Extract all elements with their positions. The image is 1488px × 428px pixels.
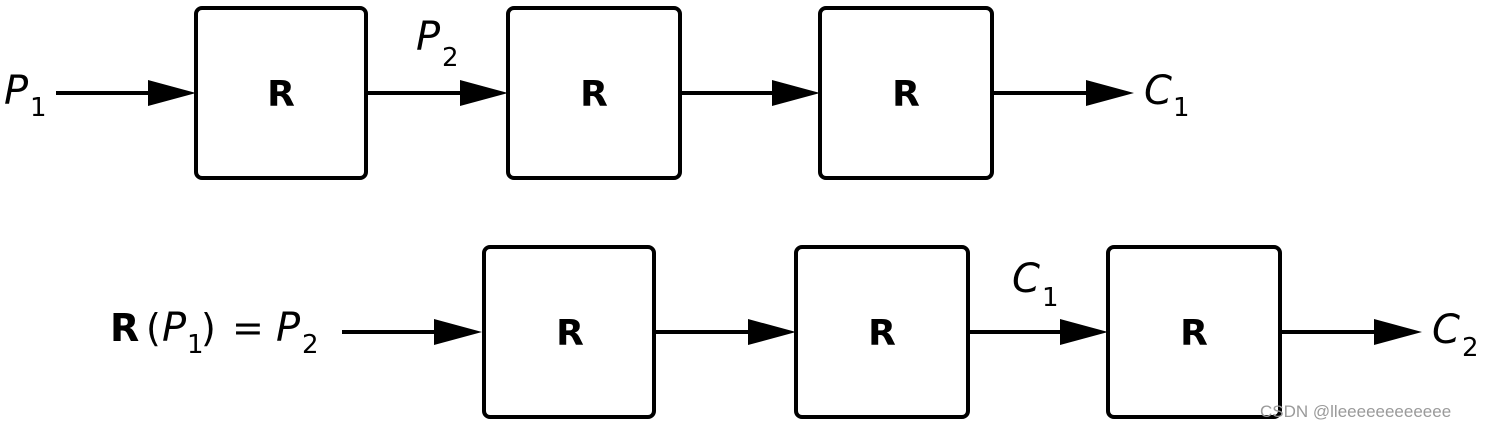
mid-C1-sub: 1: [1042, 283, 1059, 313]
mid-P2-var: P: [416, 14, 441, 60]
arrow-head: [434, 319, 482, 345]
equation-P1-var: P: [162, 305, 187, 351]
round-box: [818, 6, 994, 180]
row-1: P 1 R P 2 R R C 1: [4, 6, 1190, 180]
round-box: [794, 245, 970, 419]
output-C1-var: C: [1144, 68, 1172, 114]
mid-C1-var: C: [1012, 256, 1040, 302]
arrow-head: [148, 80, 196, 106]
round-box: [1106, 245, 1282, 419]
equation-equals: =: [232, 306, 264, 350]
round-box: [482, 245, 656, 419]
round-box-label: R: [556, 313, 584, 354]
arrow-head: [1086, 80, 1134, 106]
round-box-label: R: [892, 74, 920, 115]
output-C1-sub: 1: [1173, 93, 1190, 123]
equation-P1-sub: 1: [187, 330, 204, 360]
round-box: [506, 6, 682, 180]
input-P1-sub: 1: [30, 93, 47, 123]
equation-open-paren: (: [146, 306, 161, 350]
output-C2-sub: 2: [1462, 333, 1479, 363]
mid-P2-sub: 2: [442, 43, 459, 73]
round-box-label: R: [1180, 313, 1208, 354]
arrow-head: [460, 80, 508, 106]
equation-P2-sub: 2: [302, 330, 319, 360]
arrow-head: [772, 80, 820, 106]
input-P1-var: P: [4, 68, 29, 114]
round-box-label: R: [868, 313, 896, 354]
equation-R: R: [110, 306, 139, 350]
equation-P2-var: P: [276, 305, 301, 351]
arrow-head: [748, 319, 796, 345]
watermark: CSDN @lleeeeeeeeeeee: [1260, 402, 1451, 421]
row-2: R ( P 1 ) = P 2 R R C 1 R C 2: [110, 245, 1479, 419]
arrow-head: [1060, 319, 1108, 345]
round-box: [194, 6, 368, 180]
round-box-label: R: [580, 74, 608, 115]
round-box-label: R: [267, 74, 295, 115]
equation-close-paren: ): [201, 306, 216, 350]
output-C2-var: C: [1432, 307, 1460, 353]
arrow-head: [1374, 319, 1422, 345]
